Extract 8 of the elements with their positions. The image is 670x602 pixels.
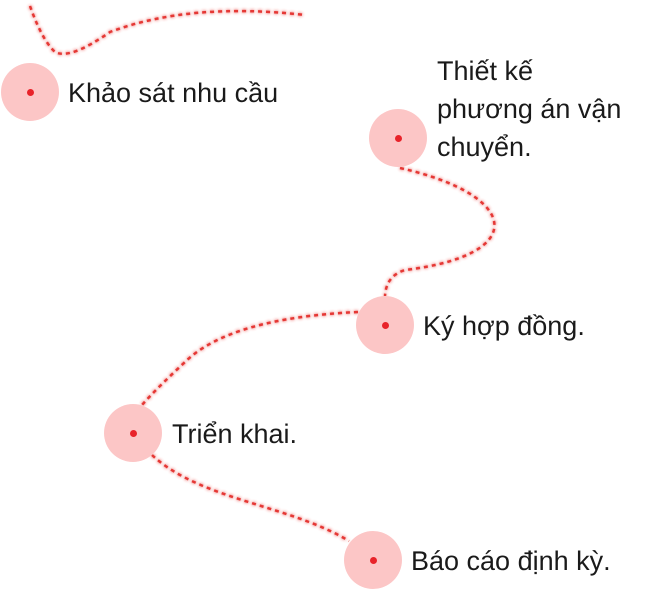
step-label: Báo cáo định kỳ. xyxy=(411,545,612,578)
dashed-connector xyxy=(151,454,350,542)
dashed-connector xyxy=(141,310,358,406)
step-label: Thiết kế phương án vận chuyển. xyxy=(437,55,622,164)
step-label: Ký hợp đồng. xyxy=(423,310,586,343)
step-label: Khảo sát nhu cầu xyxy=(68,77,280,110)
dashed-connector xyxy=(384,166,496,296)
step-label: Triển khai. xyxy=(172,418,298,451)
